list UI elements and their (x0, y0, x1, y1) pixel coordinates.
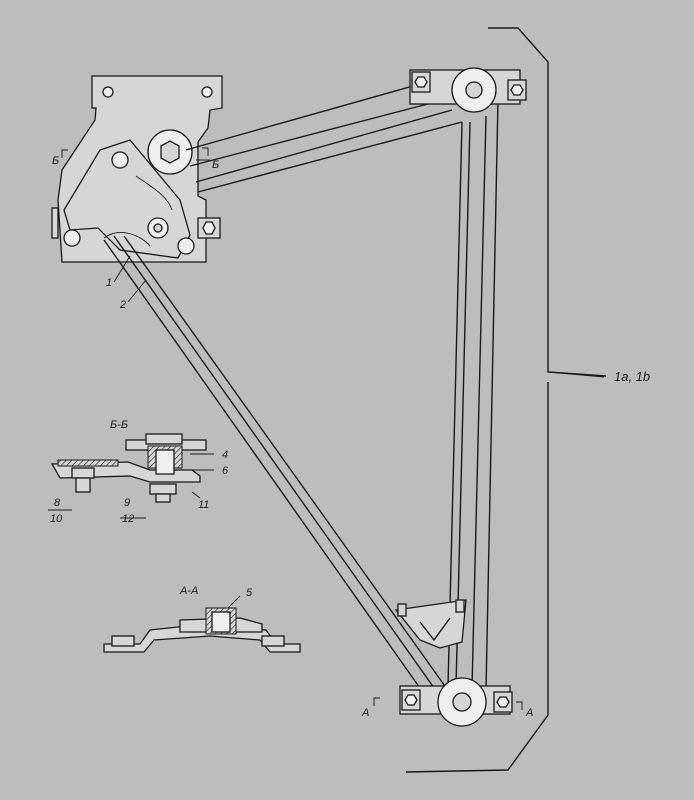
part-label-12: 12 (122, 513, 134, 525)
drive-housing (51, 75, 223, 263)
section-aa-title: А-А (179, 585, 198, 597)
part-label-9: 9 (124, 497, 130, 509)
section-bb-mark-left: Б (52, 155, 59, 167)
top-pulley (409, 67, 527, 113)
part-label-11: 11 (198, 499, 209, 511)
bottom-pulley (399, 677, 513, 727)
assembly-ref-label: 1a, 1b (614, 369, 650, 384)
assembly-leader (547, 371, 605, 378)
part-label-6: 6 (222, 465, 229, 477)
section-aa-view (103, 607, 301, 653)
section-bb-title: Б-Б (110, 419, 128, 431)
part-label-10: 10 (50, 513, 63, 525)
section-aa-mark-right: А (525, 707, 533, 719)
part-label-4: 4 (222, 449, 228, 461)
part-label-2: 2 (119, 299, 126, 311)
lower-slider (394, 599, 467, 649)
cable-runs (103, 74, 499, 709)
part-label-1: 1 (106, 277, 112, 289)
section-bb-mark-right: Б (212, 159, 219, 171)
part-label-8: 8 (54, 497, 61, 509)
section-aa-mark-left: А (361, 707, 369, 719)
leaders (113, 255, 241, 611)
section-bb-view (48, 433, 207, 519)
part-label-5: 5 (246, 587, 253, 599)
assembly-bracket (405, 27, 607, 773)
section-marks (61, 147, 523, 710)
